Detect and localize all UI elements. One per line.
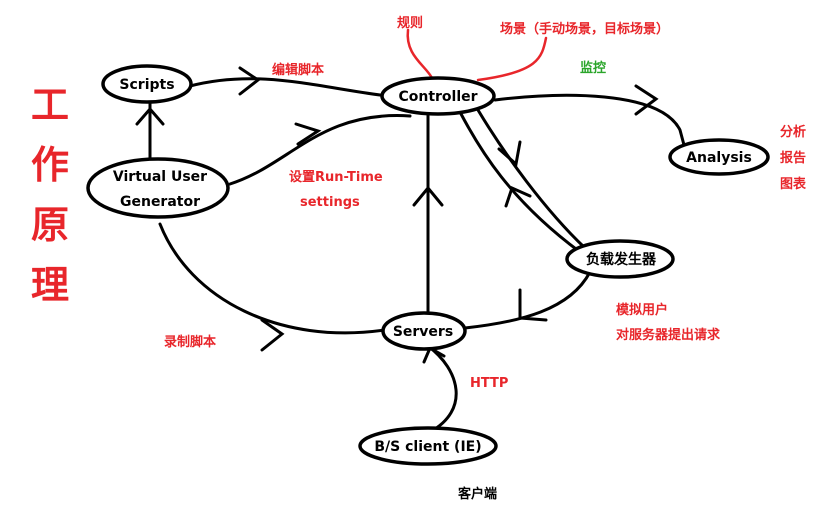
rules-label: 规则 — [397, 15, 423, 31]
scripts-label: Scripts — [119, 77, 174, 93]
arrowhead-runtime — [294, 122, 322, 146]
title-char-4: 理 — [31, 263, 69, 307]
client-node — [358, 426, 498, 466]
simulate-label-line1: 模拟用户 — [616, 302, 668, 318]
client-side-label: 客户端 — [458, 486, 497, 502]
arrowhead-controller-loadgen — [497, 140, 522, 167]
record-script-label: 录制脚本 — [164, 334, 216, 350]
analysis-node — [668, 138, 770, 176]
arrowhead-servers-controller — [412, 185, 444, 207]
arrowhead-edit-script — [238, 66, 261, 96]
edge-vug-controller — [228, 114, 412, 186]
edge-client-servers — [426, 344, 458, 434]
analysis-item-3: 图表 — [780, 176, 807, 192]
edge-controller-analysis — [493, 93, 686, 147]
http-label: HTTP — [470, 376, 508, 391]
analysis-item-2: 报告 — [780, 150, 806, 166]
edge-scripts-controller — [188, 77, 390, 98]
red-connectors — [406, 28, 548, 82]
loadgen-label: 负载发生器 — [586, 251, 657, 268]
monitor-label: 监控 — [580, 60, 606, 76]
title-char-3: 原 — [31, 203, 69, 247]
controller-label: Controller — [398, 89, 477, 105]
edge-vug-servers — [158, 222, 387, 335]
simulate-label-line2: 对服务器提出请求 — [616, 327, 721, 343]
analysis-item-1: 分析 — [780, 124, 806, 140]
servers-label: Servers — [393, 324, 453, 340]
title-char-2: 作 — [31, 143, 69, 187]
loadgen-node — [565, 239, 675, 279]
controller-node — [380, 76, 496, 116]
arrowhead-vug-scripts — [135, 106, 165, 126]
client-label: B/S client (IE) — [374, 439, 481, 455]
vug-label-line2: Generator — [120, 194, 200, 210]
title-char-1: 工 — [31, 83, 69, 127]
runtime-label-line1: 设置Run-Time — [289, 170, 383, 185]
arrowhead-loadgen-controller — [504, 185, 532, 208]
edge-controller-loadgen-a — [458, 110, 582, 254]
runtime-label-line2: settings — [300, 195, 360, 210]
edge-loadgen-servers — [463, 270, 592, 330]
scenarios-label: 场景（手动场景，目标场景） — [500, 21, 669, 37]
analysis-label: Analysis — [686, 150, 752, 166]
scripts-node — [101, 64, 193, 104]
arrowhead-record — [260, 318, 285, 352]
vug-label-line1: Virtual User — [113, 169, 207, 185]
arrowhead-analysis — [634, 84, 659, 116]
vug-node — [86, 157, 230, 219]
edit-script-label: 编辑脚本 — [272, 62, 324, 78]
connectors — [135, 66, 686, 434]
edge-controller-loadgen-b — [476, 108, 587, 250]
servers-node — [381, 311, 467, 351]
rules-connector — [406, 28, 434, 80]
scenarios-connector — [476, 36, 548, 82]
arrowhead-loadgen-servers — [518, 288, 548, 322]
